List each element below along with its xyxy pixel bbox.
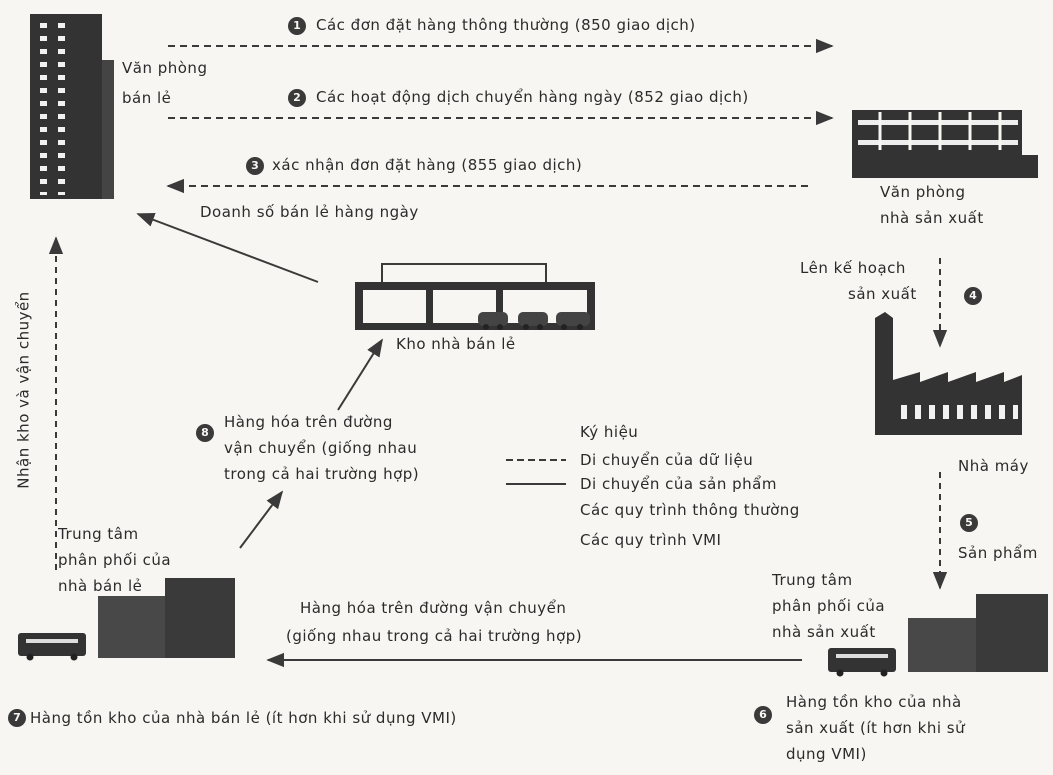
plan-label-2: sản xuất: [848, 284, 917, 305]
retail-inventory-label: Hàng tồn kho của nhà bán lẻ (ít hơn khi …: [30, 708, 457, 729]
arrow-dc-to-warehouse-lower: [240, 492, 282, 548]
step1-label: Các đơn đặt hàng thông thường (850 giao …: [316, 15, 696, 36]
mfr-dc-label-1: Trung tâm: [772, 570, 853, 591]
step-badge-7: 7: [8, 709, 26, 727]
goods-transit-label-2: vận chuyển (giống nhau: [224, 438, 417, 459]
step-badge-1: 1: [288, 17, 306, 35]
mfr-office-label-2: nhà sản xuất: [880, 208, 984, 229]
arrow-dc-to-warehouse-upper: [338, 340, 382, 410]
step-badge-4: 4: [964, 287, 982, 305]
factory-label: Nhà máy: [958, 456, 1029, 477]
mfr-inventory-label-3: dụng VMI): [786, 744, 867, 765]
mfr-inventory-label-1: Hàng tồn kho của nhà: [786, 692, 962, 713]
retail-dc-label-1: Trung tâm: [58, 524, 139, 545]
factory-icon: [875, 312, 1022, 435]
step-badge-2: 2: [288, 89, 306, 107]
retail-office-label-2: bán lẻ: [122, 88, 171, 109]
step-badge-6: 6: [754, 706, 772, 724]
step-badge-3: 3: [246, 157, 264, 175]
mfr-office-label-1: Văn phòng: [880, 182, 965, 203]
legend-normal-label: Các quy trình thông thường: [580, 500, 800, 521]
legend-title: Ký hiệu: [580, 422, 638, 443]
retail-warehouse-icon: [355, 264, 595, 330]
product-label: Sản phẩm: [958, 543, 1038, 564]
bottom-transit-label-2: (giống nhau trong cả hai trường hợp): [286, 626, 582, 647]
retail-dc-label-3: nhà bán lẻ: [58, 576, 142, 597]
mfr-inventory-label-2: sản xuất (ít hơn khi sử: [786, 718, 965, 739]
manufacturer-office-icon: [852, 110, 1038, 178]
retail-sales-label: Doanh số bán lẻ hàng ngày: [200, 202, 419, 223]
receiving-label: Nhận kho và vận chuyển: [14, 291, 35, 488]
bottom-transit-label-1: Hàng hóa trên đường vận chuyển: [300, 598, 566, 619]
manufacturer-truck-icon: [828, 648, 896, 677]
goods-transit-label-3: trong cả hai trường hợp): [224, 464, 419, 485]
retail-dc-label-2: phân phối của: [58, 550, 171, 571]
manufacturer-dc-building-icon: [908, 594, 1048, 672]
legend-data-label: Di chuyển của dữ liệu: [580, 450, 753, 471]
plan-label-1: Lên kế hoạch: [800, 258, 906, 279]
retail-truck-icon: [18, 633, 86, 661]
retail-warehouse-label: Kho nhà bán lẻ: [396, 334, 516, 355]
step2-label: Các hoạt động dịch chuyển hàng ngày (852…: [316, 87, 749, 108]
step-badge-5: 5: [960, 514, 978, 532]
mfr-dc-label-3: nhà sản xuất: [772, 622, 876, 643]
retail-office-label-1: Văn phòng: [122, 58, 207, 79]
goods-transit-label-1: Hàng hóa trên đường: [224, 412, 393, 433]
legend-vmi-label: Các quy trình VMI: [580, 530, 721, 551]
arrow-sales-data: [138, 214, 318, 282]
mfr-dc-label-2: phân phối của: [772, 596, 885, 617]
step3-label: xác nhận đơn đặt hàng (855 giao dịch): [272, 155, 582, 176]
step-badge-8: 8: [196, 424, 214, 442]
legend-product-label: Di chuyển của sản phẩm: [580, 474, 777, 495]
retail-office-building-icon: [30, 14, 114, 199]
